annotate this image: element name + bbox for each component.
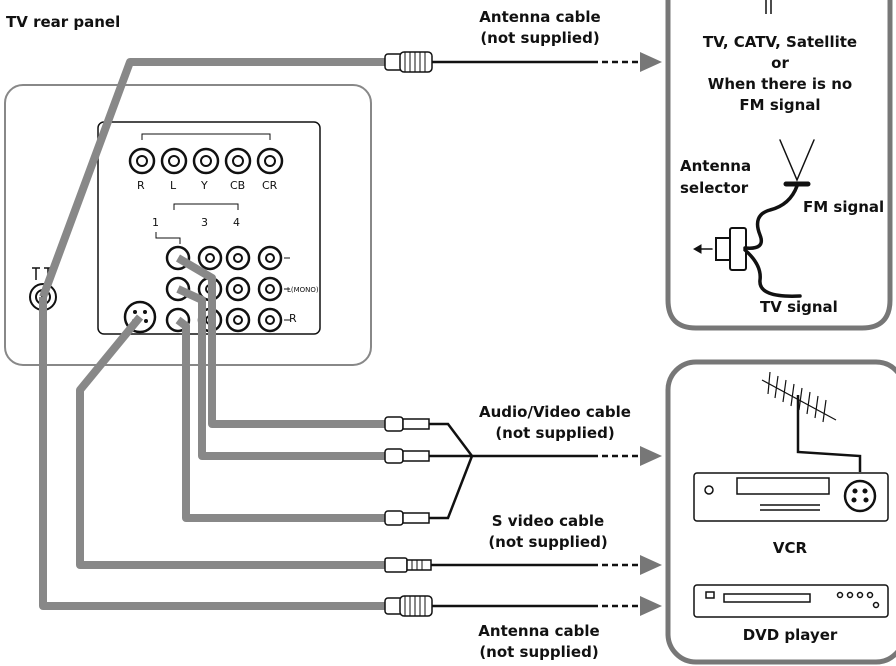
antenna-cable-bottom-note: (not supplied) — [479, 643, 598, 661]
devices-box — [665, 359, 896, 665]
antenna-source-line-2: or — [771, 54, 789, 72]
jack-label-cb: CB — [230, 179, 245, 192]
antenna-selector-icon — [692, 139, 815, 298]
av-cable-label: Audio/Video cable — [479, 403, 631, 421]
s-video-jack — [123, 300, 157, 334]
jack-side-label-lmono: L(MONO) — [287, 286, 319, 294]
cable-lines — [429, 60, 638, 608]
dvd-player-label: DVD player — [743, 626, 838, 644]
antenna-connector-top — [384, 51, 433, 73]
outdoor-antenna-icon — [761, 371, 862, 472]
antenna-selector-label: Antenna — [680, 157, 751, 175]
dvd-player-icon — [693, 584, 889, 618]
s-video-connector — [384, 557, 432, 573]
input-number-3: 3 — [201, 216, 208, 229]
diagram-title: TV rear panel — [6, 13, 120, 31]
fm-signal-label: FM signal — [803, 198, 884, 216]
jack-label-l: L — [170, 179, 177, 192]
jack-label-y: Y — [200, 179, 208, 192]
rca-connectors — [384, 416, 430, 526]
cable-routes — [39, 58, 392, 610]
tv-signal-label: TV signal — [760, 298, 838, 316]
s-video-cable-label: S video cable — [492, 512, 604, 530]
input-number-1: 1 — [152, 216, 159, 229]
antenna-cable-bottom-label: Antenna cable — [478, 622, 599, 640]
antenna-source-line-3: When there is no — [708, 75, 852, 93]
jack-label-r: R — [137, 179, 145, 192]
jack-label-cr: CR — [262, 179, 278, 192]
vcr-label: VCR — [773, 539, 808, 557]
antenna-selector-label-2: selector — [680, 179, 749, 197]
antenna-source-line-1: TV, CATV, Satellite — [703, 33, 857, 51]
antenna-connector-bottom — [384, 595, 433, 617]
jack-side-label-r: R — [289, 312, 297, 325]
antenna-cable-top-label: Antenna cable — [479, 8, 600, 26]
av-input-jacks — [165, 245, 283, 333]
antenna-source-box — [665, 0, 893, 331]
antenna-source-line-4: FM signal — [739, 96, 820, 114]
vcr-icon — [693, 472, 889, 522]
component-jacks — [128, 133, 284, 175]
antenna-cable-top-note: (not supplied) — [480, 29, 599, 47]
input-number-4: 4 — [233, 216, 240, 229]
av-cable-note: (not supplied) — [495, 424, 614, 442]
s-video-cable-note: (not supplied) — [488, 533, 607, 551]
